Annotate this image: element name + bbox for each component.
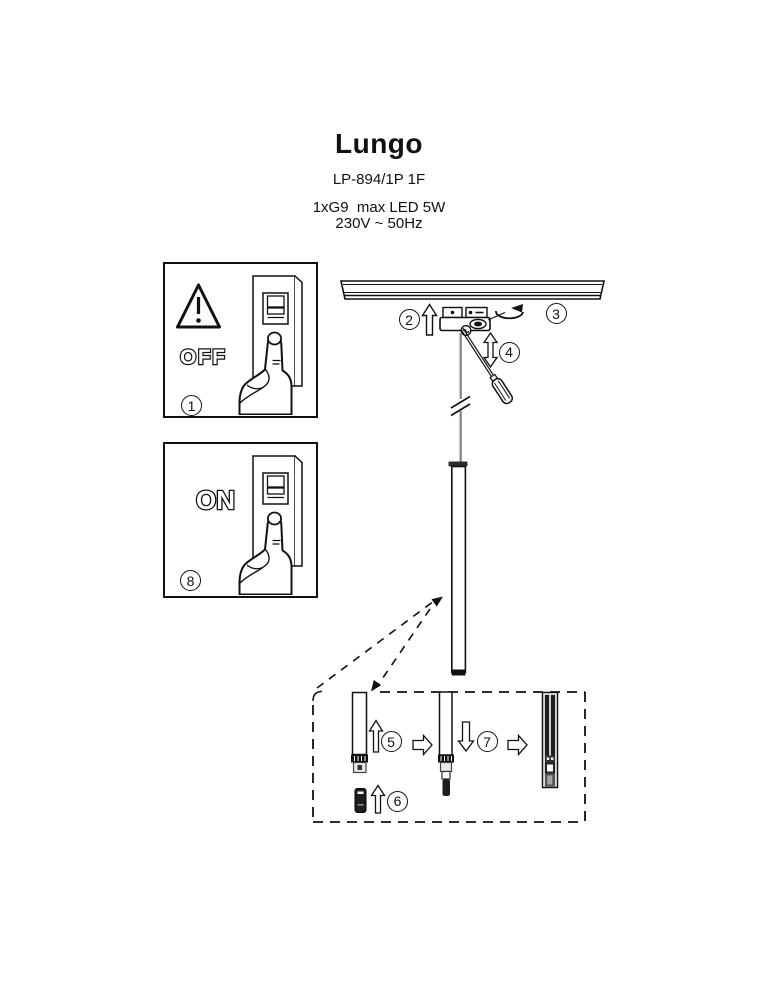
step-badge-7: 7 (476, 731, 498, 752)
panel-power-off: OFF 1 (163, 262, 318, 418)
panel-power-on: ON 8 (163, 442, 318, 598)
step-badge-4: 4 (498, 341, 520, 363)
tube-step7 (438, 691, 454, 796)
arrow-up-icon (370, 784, 386, 814)
suspension-cable (450, 333, 471, 462)
screwdriver (460, 328, 514, 405)
voltage-spec: 230V ~ 50Hz (335, 215, 423, 232)
arrow-right-icon (507, 733, 528, 757)
step-number: 1 (187, 397, 196, 414)
step-number: 7 (483, 733, 491, 750)
track-adapter (439, 306, 491, 337)
step-badge-8: 8 (180, 570, 201, 591)
step-number: 4 (505, 344, 513, 360)
track-rail (340, 280, 605, 300)
pointing-hand (238, 331, 293, 415)
step-number: 2 (405, 311, 413, 328)
cable-break-marks (450, 395, 471, 417)
tube-assembled (541, 691, 559, 789)
wall-switch (252, 275, 303, 387)
arrow-double-vertical-icon (482, 331, 499, 369)
step-number: 6 (393, 793, 402, 809)
pendant-tube (448, 461, 468, 676)
page-title: Lungo (334, 128, 424, 159)
model-number: LP-894/1P 1F (332, 171, 426, 188)
panel-on-drawing: ON (195, 455, 303, 595)
bulb-g9 (354, 788, 367, 813)
arrow-right-icon (412, 733, 433, 757)
callout-lines (316, 596, 443, 692)
warning-icon (176, 283, 221, 329)
lamp-spec: 1xG9 max LED 5W (312, 199, 446, 216)
pointing-hand (238, 511, 293, 595)
rotate-icon (487, 304, 524, 321)
step-badge-1: 1 (181, 395, 202, 416)
step-badge-3: 3 (545, 303, 567, 324)
off-label: OFF (180, 346, 227, 369)
arrow-up-icon (368, 719, 384, 753)
step-number: 8 (186, 572, 195, 589)
step-badge-2: 2 (398, 309, 420, 330)
step-number: 3 (552, 305, 560, 322)
arrow-down-icon (457, 721, 475, 753)
step-badge-5: 5 (380, 731, 402, 752)
tube-step5 (351, 691, 368, 774)
arrow-up-icon (421, 303, 438, 336)
step-number: 5 (387, 733, 395, 750)
panel-off-drawing: OFF (176, 275, 303, 415)
on-label: ON (196, 485, 235, 515)
step-badge-6: 6 (387, 790, 408, 812)
